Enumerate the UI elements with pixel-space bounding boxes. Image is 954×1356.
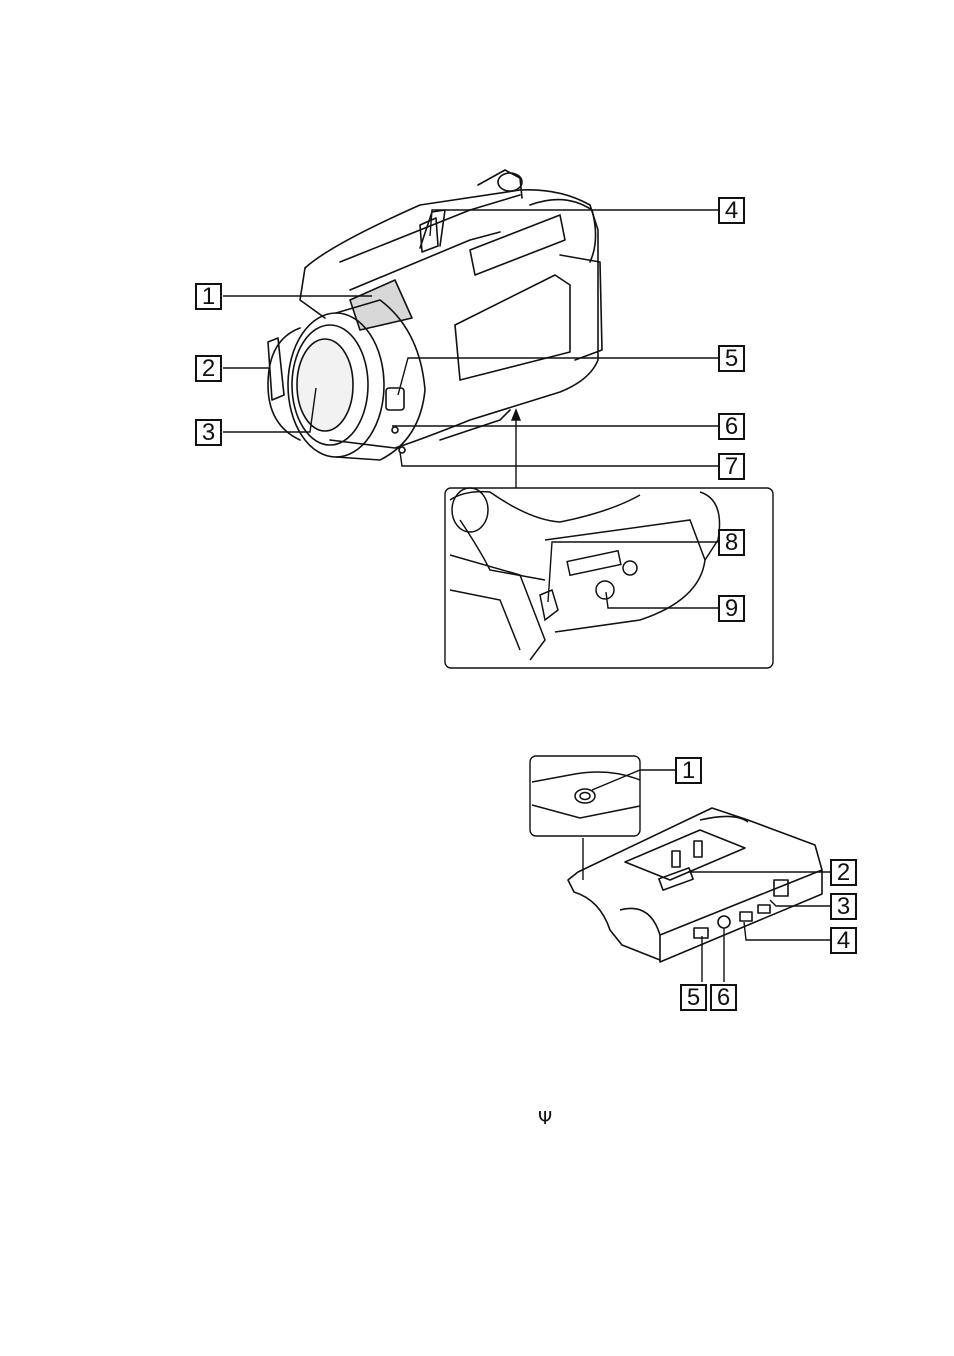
callout-camcorder-4: 4: [718, 197, 745, 224]
callout-camcorder-9: 9: [718, 595, 745, 622]
docking-station-inset: [530, 756, 675, 836]
callout-dock-3: 3: [830, 893, 857, 920]
callout-dock-1: 1: [675, 757, 702, 784]
callout-camcorder-5: 5: [718, 345, 745, 372]
callout-camcorder-8: 8: [718, 529, 745, 556]
camcorder-front-illustration: [268, 170, 602, 460]
callout-camcorder-7: 7: [718, 453, 745, 480]
callout-camcorder-6: 6: [718, 413, 745, 440]
callout-dock-4: 4: [830, 927, 857, 954]
usb-icon: Ψ: [538, 1108, 552, 1129]
callout-dock-6: 6: [710, 984, 737, 1011]
camcorder-bottom-inset: [445, 488, 773, 668]
callout-camcorder-2: 2: [195, 355, 222, 382]
callout-dock-5: 5: [680, 984, 707, 1011]
callout-camcorder-3: 3: [195, 419, 222, 446]
callout-dock-2: 2: [830, 859, 857, 886]
callout-camcorder-1: 1: [195, 283, 222, 310]
